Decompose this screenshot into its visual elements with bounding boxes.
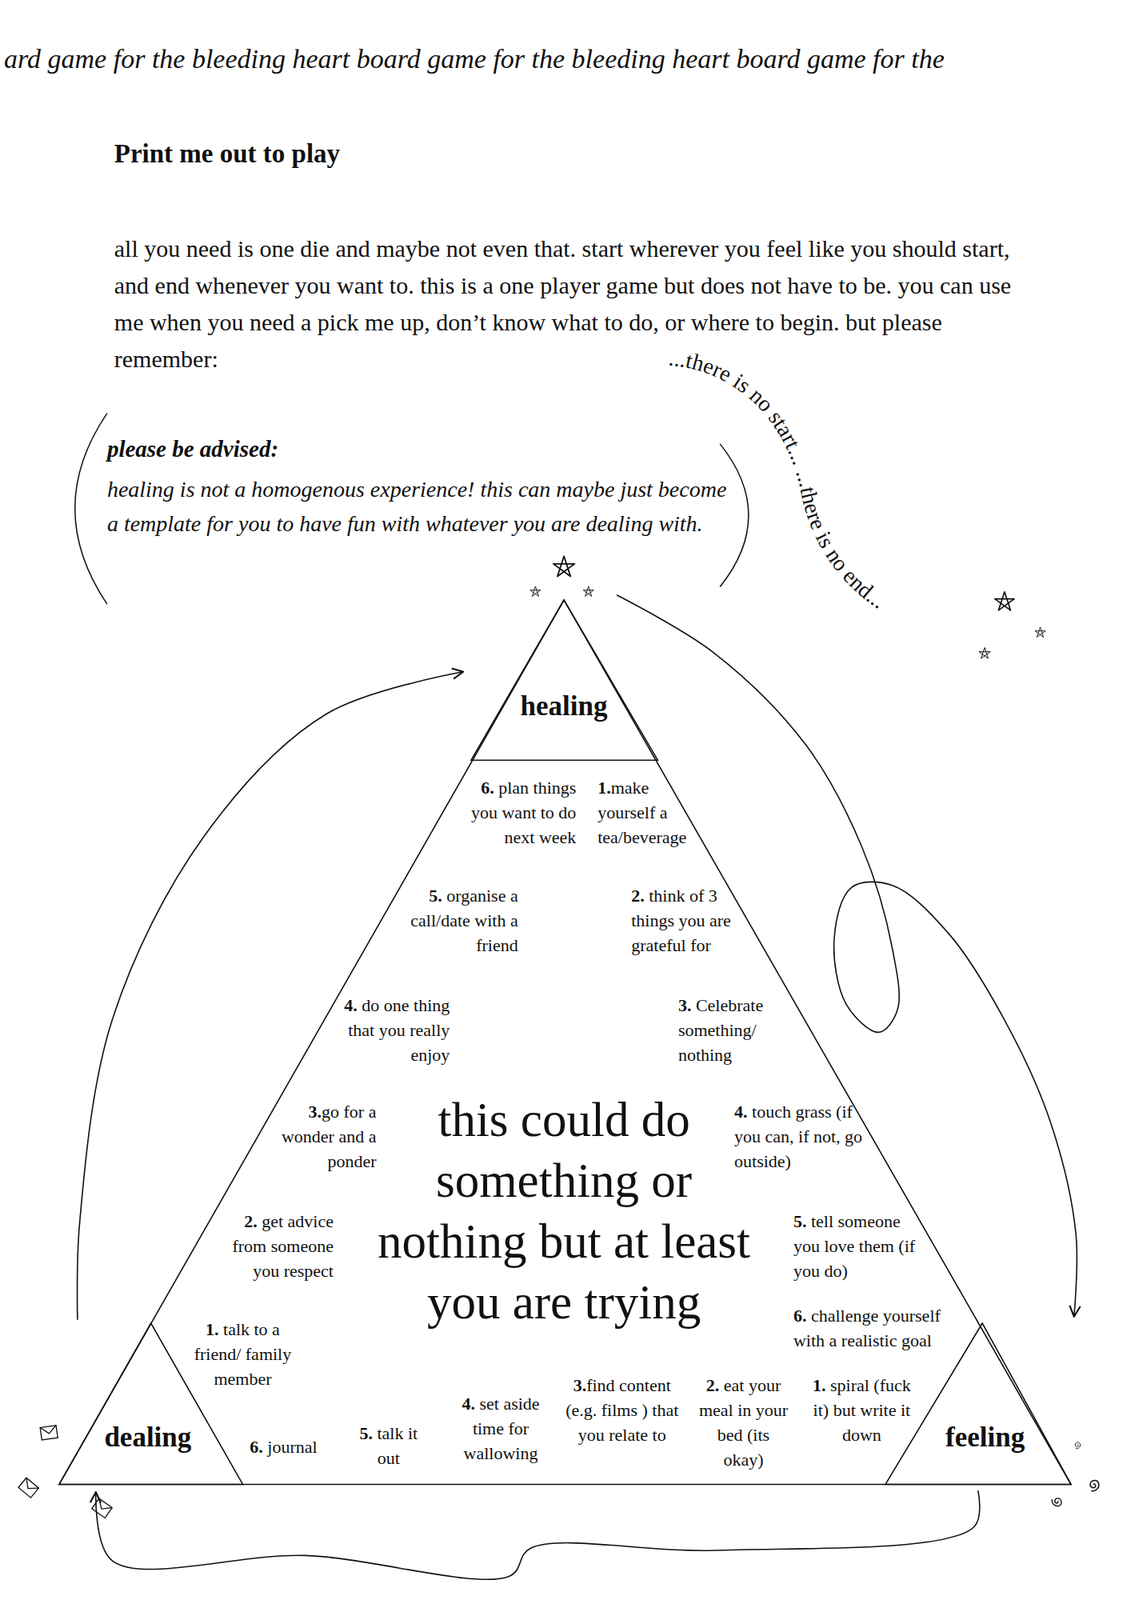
text-slot: 3. Celebrate something/ nothing xyxy=(678,992,783,1068)
envelope-doodle xyxy=(18,1477,39,1498)
page-heading: Print me out to play xyxy=(114,138,340,171)
star-doodle xyxy=(979,647,991,659)
step-text: 1.make yourself a tea/beverage xyxy=(597,775,706,850)
text-slot: 2. get advice from someone you respect xyxy=(213,1208,334,1283)
star-doodle xyxy=(1035,627,1046,638)
step-text: 3.go for a wonder and a ponder xyxy=(257,1099,376,1174)
triangle-outline xyxy=(471,599,658,760)
text-slot: this could do something or nothing but a… xyxy=(355,1089,772,1333)
step-text: 1. spiral (fuck it) but write it down xyxy=(811,1372,912,1447)
text-slot: all you need is one die and maybe not ev… xyxy=(114,230,1023,378)
text-slot: 6. plan things you want to do next week xyxy=(455,775,576,850)
corner-title: dealing xyxy=(79,1420,216,1455)
star-doodle xyxy=(530,586,541,597)
text-slot: please be advised: xyxy=(107,435,740,464)
triangle-outline xyxy=(471,599,658,760)
flow-arrow xyxy=(616,595,1077,1317)
text-slot: 4. touch grass (if you can, if not, go o… xyxy=(734,1099,867,1174)
corner-title: healing xyxy=(495,689,632,724)
step-text: 6. challenge yourself with a realistic g… xyxy=(793,1302,970,1353)
intro-paragraph: all you need is one die and maybe not ev… xyxy=(114,230,1023,378)
text-slot: healing xyxy=(495,689,632,724)
step-text: 5. organise a call/date with a friend xyxy=(398,883,519,958)
step-text: 5. tell someone you love them (if you do… xyxy=(793,1208,922,1283)
note-heading: please be advised: xyxy=(107,435,740,464)
step-text: 6. journal xyxy=(243,1434,324,1459)
text-slot: feeling xyxy=(917,1420,1054,1455)
corner-title: feeling xyxy=(917,1420,1054,1455)
text-slot: 5. talk it out xyxy=(350,1420,427,1471)
text-slot: 2. think of 3 things you are grateful fo… xyxy=(631,883,752,958)
step-text: 2. get advice from someone you respect xyxy=(213,1208,334,1283)
text-slot: 1. spiral (fuck it) but write it down xyxy=(811,1372,912,1447)
text-slot: 2. eat your meal in your bed (its okay) xyxy=(698,1372,788,1472)
step-text: 4. do one thing that you really enjoy xyxy=(331,992,450,1068)
marquee-text: ard game for the bleeding heart board ga… xyxy=(3,43,945,76)
triangle-outline xyxy=(59,599,1072,1484)
spiral-doodle xyxy=(1051,1498,1062,1507)
text-slot: 6. challenge yourself with a realistic g… xyxy=(793,1302,970,1353)
text-slot: 4. set aside time for wallowing xyxy=(452,1390,549,1466)
step-text: 6. plan things you want to do next week xyxy=(455,775,576,850)
curved-text: ...there is no end... xyxy=(791,466,890,614)
triangle-outline xyxy=(59,1322,244,1484)
step-text: 2. eat your meal in your bed (its okay) xyxy=(698,1372,788,1472)
text-slot: 4. do one thing that you really enjoy xyxy=(331,992,450,1068)
spiral-doodle xyxy=(1075,1442,1080,1449)
star-doodle xyxy=(553,555,575,576)
text-slot: ard game for the bleeding heart board ga… xyxy=(3,43,945,76)
bracket xyxy=(719,443,749,588)
bracket xyxy=(75,413,108,605)
step-text: 5. talk it out xyxy=(350,1420,427,1471)
corner-triangle: healing xyxy=(471,599,658,760)
step-text: 2. think of 3 things you are grateful fo… xyxy=(631,883,752,958)
text-slot: 1.make yourself a tea/beverage xyxy=(597,775,706,850)
text-slot: Print me out to play xyxy=(114,138,340,171)
text-slot: healing is not a homogenous experience! … xyxy=(107,471,740,541)
text-slot: 3.go for a wonder and a ponder xyxy=(257,1099,376,1174)
step-text: 3. Celebrate something/ nothing xyxy=(678,992,783,1068)
step-text: 4. set aside time for wallowing xyxy=(452,1390,549,1466)
curved-text: ...there is no start... xyxy=(667,345,813,468)
text-slot: 6. journal xyxy=(243,1434,324,1459)
step-text: 3.find content (e.g. films ) that you re… xyxy=(563,1372,680,1447)
triangle-outline xyxy=(885,1322,1072,1484)
envelope-doodle xyxy=(91,1498,112,1518)
step-text: 1. talk to a friend/ family member xyxy=(182,1316,303,1391)
envelope-doodle xyxy=(39,1425,58,1440)
spiral-doodle xyxy=(1090,1480,1100,1491)
center-slogan: this could do something or nothing but a… xyxy=(355,1089,772,1333)
text-slot: 1. talk to a friend/ family member xyxy=(182,1316,303,1391)
text-slot: 5. organise a call/date with a friend xyxy=(398,883,519,958)
text-slot: 3.find content (e.g. films ) that you re… xyxy=(563,1372,680,1447)
flow-arrow xyxy=(95,1490,980,1579)
text-slot: dealing xyxy=(79,1420,216,1455)
note-text: healing is not a homogenous experience! … xyxy=(107,471,740,541)
star-doodle xyxy=(583,586,594,597)
star-doodle xyxy=(995,591,1015,611)
text-slot: 5. tell someone you love them (if you do… xyxy=(793,1208,922,1283)
step-text: 4. touch grass (if you can, if not, go o… xyxy=(734,1099,867,1174)
